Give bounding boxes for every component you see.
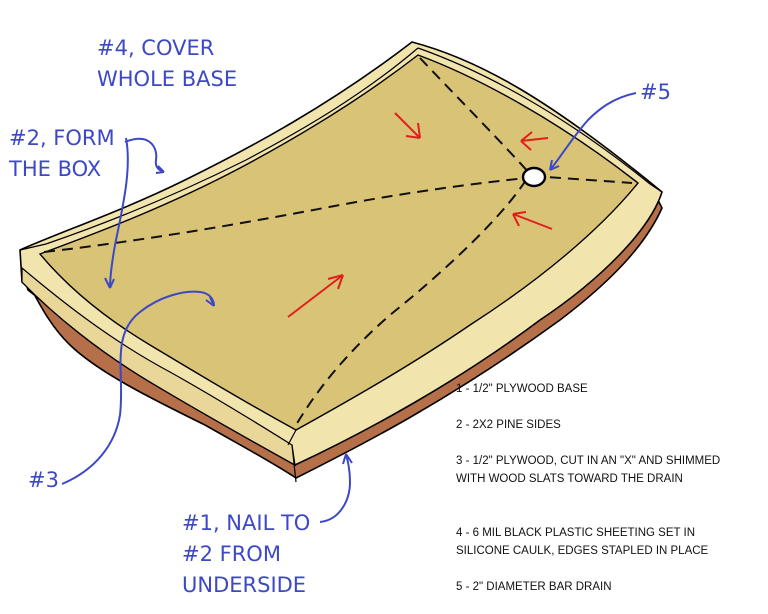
callout-inner-plywood: #3 [28,468,59,492]
slope-arrow-bottom-right [512,211,553,230]
callout-cover: #4, COVER WHOLE BASE [97,33,237,95]
bar-drain [521,166,547,188]
pointer-drain [549,92,637,171]
legend-item-5: 5 - 2" DIAMETER BAR DRAIN [456,581,612,593]
legend-item-1: 1 - 1/2" PLYWOOD BASE [456,383,588,395]
slope-arrow-top-right [520,131,549,151]
legend-item-4: 4 - 6 MIL BLACK PLASTIC SHEETING SET IN … [456,527,709,557]
legend-item-2: 2 - 2X2 PINE SIDES [456,419,561,431]
frame-front-face [21,266,296,467]
callout-form-box: #2, FORM THE BOX [9,123,115,185]
pointer-cover [124,137,165,174]
slope-arrow-top-left [394,112,421,139]
callout-form-box-line-1: #2, FORM [9,126,115,150]
callout-drain: #5 [640,80,671,104]
frame-inner-lip-right [417,47,651,185]
callout-nail-line-2: #2 FROM [182,542,281,566]
callout-nail: #1, NAIL TO #2 FROM UNDERSIDE [182,508,310,601]
pointer-form-box [104,137,129,289]
slope-arrows [287,112,553,318]
callout-nail-line-3: UNDERSIDE [182,573,307,597]
callout-nail-line-1: #1, NAIL TO [182,511,311,535]
frame-inner-lip [45,47,419,245]
pointer-inner-plywood [61,290,215,485]
callout-pointers [61,92,637,523]
callout-cover-line-2: WHOLE BASE [97,67,238,91]
callout-form-box-line-2: THE BOX [9,157,102,181]
x-cut-lines [43,57,633,426]
frame-corner [19,183,663,483]
pointer-nail [319,453,353,523]
legend-item-3: 3 - 1/2" PLYWOOD, CUT IN AN "X" AND SHIM… [456,455,721,485]
pan-surface [38,54,639,431]
slope-arrow-left [287,274,344,318]
callout-cover-line-1: #4, COVER [97,36,215,60]
